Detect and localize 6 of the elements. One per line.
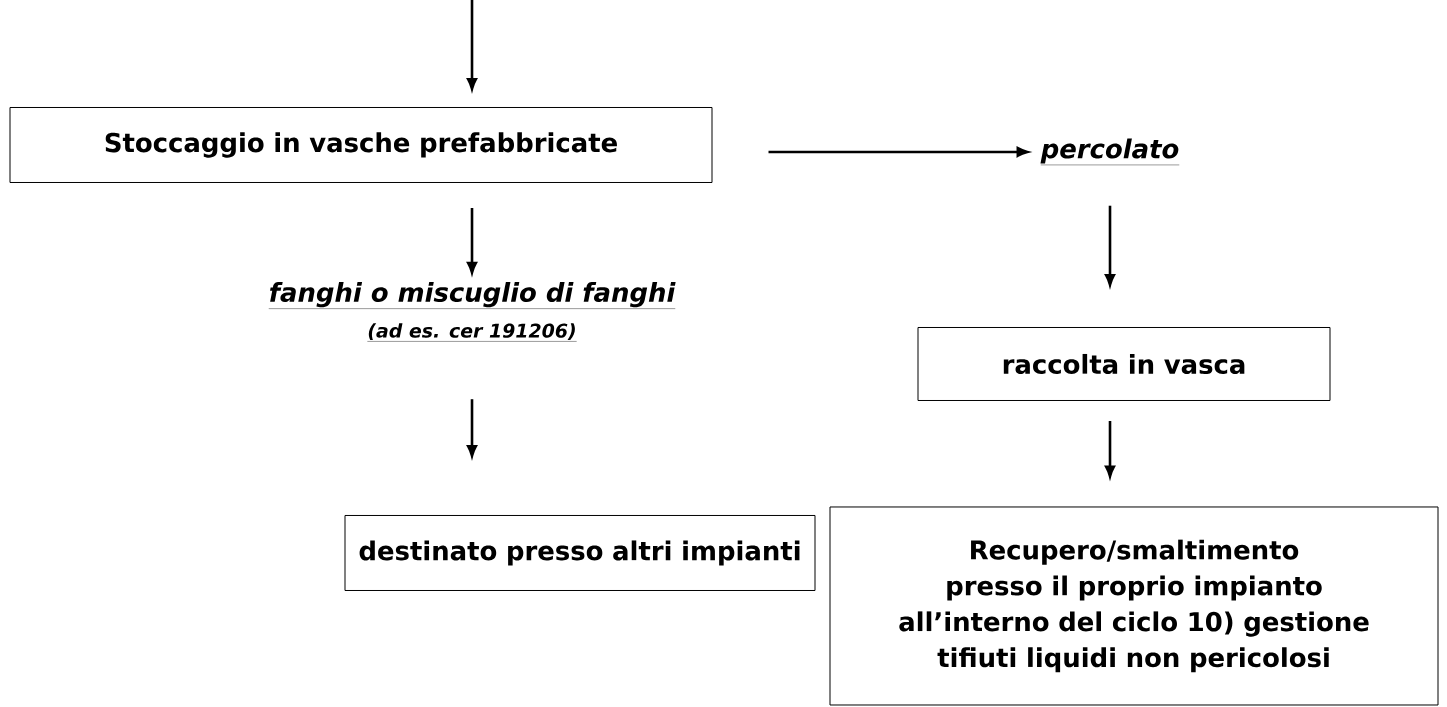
process-box: raccolta in vasca [917, 327, 1331, 401]
process-box: destinato presso altri impianti [344, 515, 816, 591]
process-box: Stoccaggio in vasche prefabbricate [9, 107, 713, 183]
flow-label: fanghi o miscuglio di fanghi (ad es. cer 191206) [268, 281, 676, 342]
flow-label: percolato [1040, 138, 1180, 166]
process-box: Recupero/smaltimento presso il proprio impianto all’interno del ciclo 10) gestione tifiuti liquidi non pericolosi [829, 506, 1439, 706]
